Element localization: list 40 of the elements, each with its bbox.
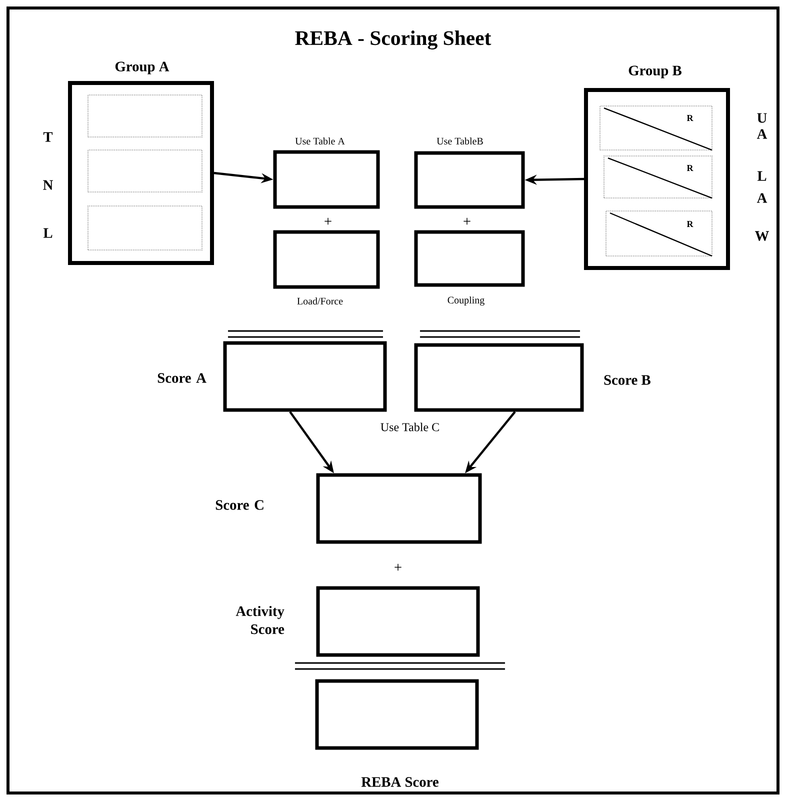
title: REBA - Scoring Sheet bbox=[295, 30, 492, 50]
score-box: Score C bbox=[216, 473, 482, 544]
score-box: Activity Score bbox=[236, 586, 480, 657]
node-label: Use Table A bbox=[295, 137, 345, 145]
group-box: Group A bbox=[68, 62, 214, 265]
body-part-letter: W bbox=[755, 231, 769, 241]
body-part-letter: L bbox=[757, 171, 766, 181]
score-box: Use TableB bbox=[414, 137, 525, 209]
node-label: Group A bbox=[115, 62, 170, 74]
node-label: Load/Force bbox=[297, 297, 343, 305]
score-box: Score B bbox=[414, 343, 650, 412]
score-box: Score A bbox=[158, 341, 387, 412]
node-label: Score B bbox=[604, 375, 650, 385]
table-row-box bbox=[88, 150, 202, 192]
score-box: Use Table A bbox=[273, 137, 380, 209]
table-row-box: R bbox=[604, 156, 712, 199]
plus-sign: + bbox=[394, 564, 402, 571]
body-part-letter: A bbox=[756, 129, 768, 139]
table-note: Use Table C bbox=[380, 422, 439, 432]
node-label: Score A bbox=[158, 373, 206, 383]
node-label: Score C bbox=[216, 500, 264, 510]
body-part-letter: A bbox=[756, 193, 768, 203]
score-box: Load/Force bbox=[273, 230, 380, 305]
body-part-letter: L bbox=[43, 228, 52, 238]
body-part-letter: N bbox=[43, 180, 53, 190]
node-label: Coupling bbox=[448, 296, 484, 306]
plus-sign: + bbox=[464, 218, 470, 225]
table-row-box: R bbox=[606, 210, 712, 257]
table-row-box bbox=[88, 94, 202, 138]
body-part-letter: T bbox=[43, 132, 53, 142]
table-row-box: R bbox=[600, 106, 712, 151]
node-label: Use TableB bbox=[436, 137, 483, 145]
body-part-letter: U bbox=[757, 113, 767, 123]
score-box: Coupling bbox=[414, 230, 525, 306]
node-label: Group B bbox=[628, 66, 682, 78]
node-label: Activity Score bbox=[236, 606, 284, 634]
table-row-box bbox=[88, 206, 202, 250]
plus-sign: + bbox=[324, 218, 332, 225]
score-box: REBA Score bbox=[315, 679, 479, 787]
node-label: REBA Score bbox=[361, 777, 438, 787]
